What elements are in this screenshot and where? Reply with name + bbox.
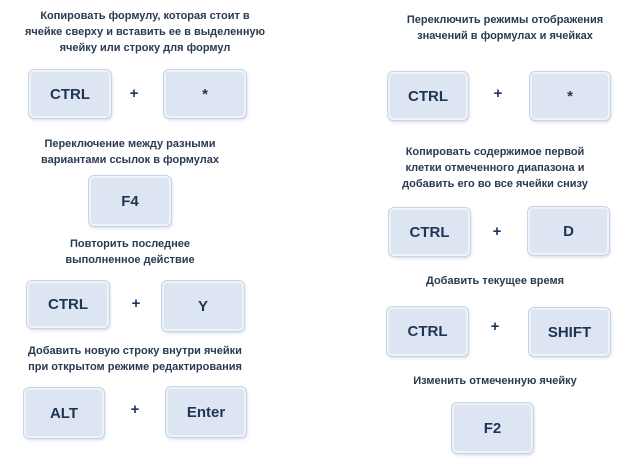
description-line: клетки отмеченного диапазона и [405, 162, 585, 174]
shortcut-description: Добавить новую строку внутри ячейки при … [15, 343, 255, 375]
plus-sign: + [129, 85, 139, 102]
plus-sign: + [490, 318, 500, 335]
shortcut-description: Переключить режимы отображения значений … [385, 12, 625, 44]
description-line: Изменить отмеченную ячейку [413, 375, 577, 387]
key-asterisk: * [530, 72, 610, 120]
description-line: Копировать формулу, которая стоит в [40, 10, 250, 22]
plus-sign: + [130, 401, 140, 418]
key-enter: Enter [166, 387, 246, 437]
shortcut-description: Переключение между разными вариантами сс… [20, 136, 240, 168]
description-line: выполненное действие [65, 254, 195, 266]
description-line: Переключение между разными [44, 138, 216, 150]
description-line: Добавить новую строку внутри ячейки [28, 345, 242, 357]
description-line: ячейку или строку для формул [59, 42, 231, 54]
key-ctrl: CTRL [27, 281, 109, 328]
plus-sign: + [493, 85, 503, 102]
plus-sign: + [492, 223, 502, 240]
shortcut-description: Изменить отмеченную ячейку [395, 373, 595, 389]
description-line: добавить его во все ячейки снизу [402, 178, 588, 190]
plus-sign: + [131, 295, 141, 312]
shortcut-description: Добавить текущее время [395, 273, 595, 289]
key-shift: SHIFT [529, 308, 610, 356]
description-line: при открытом режиме редактирования [28, 361, 242, 373]
shortcut-description: Повторить последнее выполненное действие [30, 236, 230, 268]
key-asterisk: * [164, 70, 246, 118]
key-ctrl: CTRL [389, 208, 470, 256]
description-line: значений в формулах и ячейках [417, 30, 593, 42]
description-line: Повторить последнее [69, 238, 191, 250]
shortcut-description: Копировать содержимое первой клетки отме… [375, 144, 615, 192]
key-f4: F4 [89, 176, 171, 226]
key-alt: ALT [24, 388, 104, 438]
key-f2: F2 [452, 403, 533, 453]
key-d: D [528, 207, 609, 255]
key-y: Y [162, 281, 244, 331]
description-line: Добавить текущее время [425, 275, 565, 287]
description-line: Копировать содержимое первой [405, 146, 585, 158]
description-line: Переключить режимы отображения [406, 14, 604, 26]
description-line: вариантами ссылок в формулах [41, 154, 219, 166]
key-ctrl: CTRL [388, 72, 468, 120]
key-ctrl: CTRL [29, 70, 111, 118]
key-ctrl: CTRL [387, 307, 468, 356]
shortcut-description: Копировать формулу, которая стоит в ячей… [20, 8, 270, 56]
description-line: ячейке сверху и вставить ее в выделенную [24, 26, 265, 38]
